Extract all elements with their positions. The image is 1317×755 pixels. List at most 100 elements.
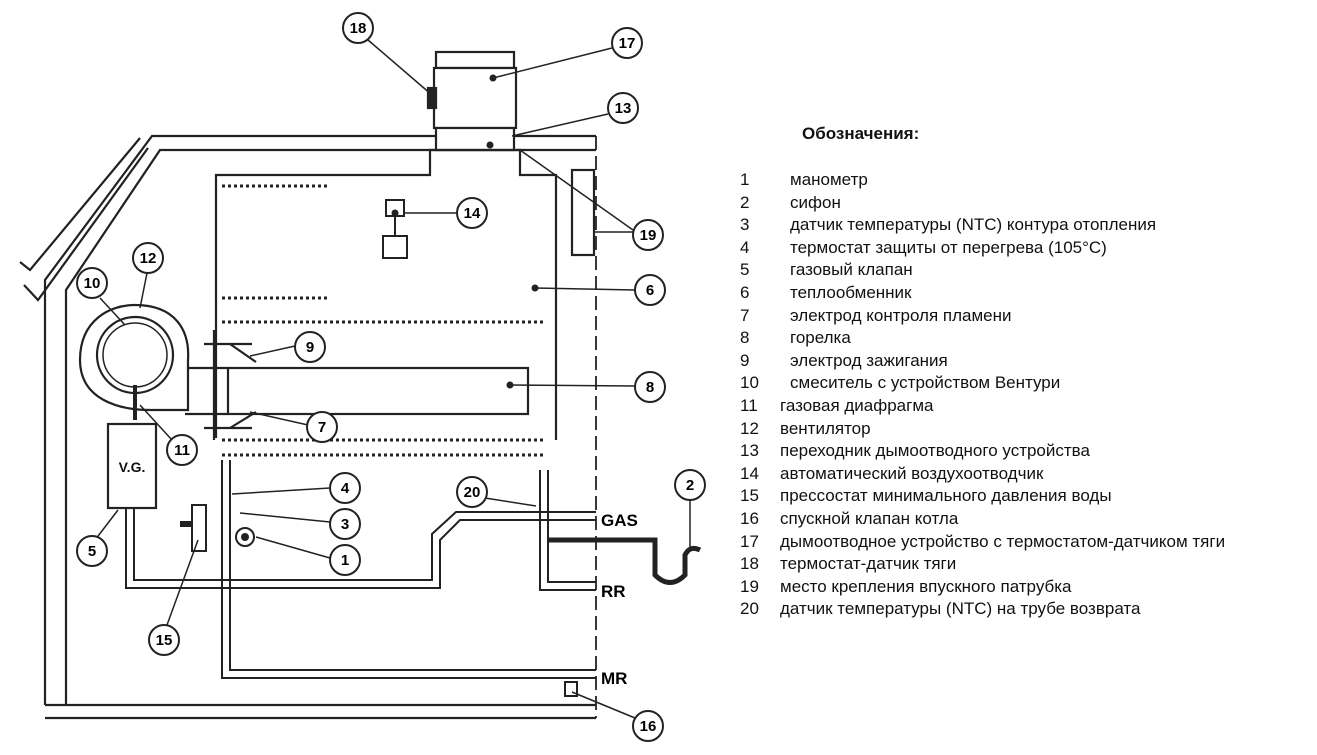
svg-text:6: 6 (646, 282, 654, 299)
callout-9: 9 (294, 331, 326, 363)
legend-item-text: датчик температуры (NTC) контура отоплен… (790, 215, 1157, 235)
legend-item: 20 датчик температуры (NTC) на трубе возв… (740, 599, 1140, 619)
callout-14: 14 (456, 197, 488, 229)
legend-item: 14 автоматический воздухоотводчик (740, 464, 1043, 484)
callout-2: 2 (674, 469, 706, 501)
legend-item-text: место крепления впускного патрубка (780, 576, 1072, 596)
callout-12: 12 (132, 242, 164, 274)
legend-item-text: смеситель с устройством Вентури (790, 373, 1061, 393)
legend-item: 16 спускной клапан котла (740, 509, 958, 529)
svg-text:15: 15 (156, 632, 173, 649)
burner (185, 366, 530, 416)
callout-20: 20 (456, 476, 488, 508)
legend-item-text: газовый клапан (790, 260, 913, 280)
callout-4: 4 (329, 472, 361, 504)
legend-item-number: 16 (740, 509, 759, 528)
svg-text:9: 9 (306, 339, 314, 356)
legend-item-text: сифон (790, 192, 841, 212)
legend-item-text: вентилятор (780, 418, 871, 438)
svg-text:17: 17 (619, 35, 636, 52)
legend-item-number: 9 (740, 350, 750, 370)
legend-item: 13 переходник дымоотводного устройства (740, 441, 1090, 461)
fan (78, 303, 190, 420)
callout-19: 19 (632, 219, 664, 251)
callout-18: 18 (342, 12, 374, 44)
legend-item-number: 11 (740, 396, 758, 415)
gas-valve: V.G. (106, 422, 158, 510)
legend-item-number: 4 (740, 237, 750, 257)
legend-item: 12 вентилятор (740, 419, 871, 439)
callout-11: 11 (166, 434, 198, 466)
legend-item-number: 3 (740, 215, 750, 235)
port-rr: RR (601, 582, 626, 601)
legend-item-number: 15 (740, 486, 759, 506)
callout-15: 15 (148, 624, 180, 656)
legend-item: 11 газовая диафрагма (740, 396, 933, 416)
svg-text:18: 18 (350, 20, 367, 37)
callout-17: 17 (611, 27, 643, 59)
legend-item-text: горелка (790, 328, 851, 348)
legend-item-text: термостат-датчик тяги (780, 554, 957, 574)
legend-item: 18 термостат-датчик тяги (740, 554, 956, 574)
svg-text:1: 1 (341, 552, 349, 569)
legend-item-number: 17 (740, 531, 759, 551)
legend-item-text: дымоотводное устройство с термостатом-да… (780, 531, 1226, 551)
leader-dots (391, 74, 539, 389)
svg-text:14: 14 (464, 205, 481, 222)
boiler-casing (19, 134, 597, 720)
legend-item-text: датчик температуры (NTC) на трубе возвра… (780, 599, 1141, 619)
heat-exchanger (214, 148, 558, 457)
callout-16: 16 (632, 710, 664, 742)
callout-7: 7 (306, 411, 338, 443)
svg-text:7: 7 (318, 419, 326, 436)
legend-item: 15 прессостат минимального давления воды (740, 486, 1112, 506)
legend-item-text: термостат защиты от перегрева (105°C) (790, 237, 1107, 257)
legend-item-text: спускной клапан котла (780, 509, 959, 528)
legend-title: Обозначения: (802, 124, 920, 143)
svg-text:20: 20 (464, 484, 481, 501)
callouts: 1 2 3 4 5 6 7 8 9 10 11 12 13 14 15 16 1… (76, 12, 706, 742)
legend-item: 17 дымоотводное устройство с термостатом-… (740, 532, 1225, 552)
legend-item-number: 14 (740, 463, 759, 483)
callout-10: 10 (76, 267, 108, 299)
legend-item-text: электрод зажигания (790, 350, 948, 370)
flue-adapter (426, 50, 518, 152)
legend-item: 2 сифон (740, 193, 841, 213)
legend-item-text: автоматический воздухоотводчик (780, 463, 1044, 483)
legend-item-text: переходник дымоотводного устройства (780, 441, 1090, 461)
legend-item: 9 электрод зажигания (740, 351, 948, 371)
callout-3: 3 (329, 508, 361, 540)
svg-text:11: 11 (174, 442, 190, 459)
callout-6: 6 (634, 274, 666, 306)
legend-item-text: газовая диафрагма (780, 396, 934, 415)
callout-13: 13 (607, 92, 639, 124)
leader-lines (94, 39, 691, 719)
legend-item-text: прессостат минимального давления воды (780, 486, 1112, 506)
legend-item: 4 термостат защиты от перегрева (105°C) (740, 238, 1107, 258)
legend-item-number: 2 (740, 192, 750, 212)
legend-item-number: 7 (740, 305, 750, 325)
legend-item-number: 18 (740, 554, 759, 574)
legend-item-number: 12 (740, 418, 759, 438)
svg-text:13: 13 (615, 100, 632, 117)
legend-item-number: 13 (740, 441, 759, 461)
callout-8: 8 (634, 371, 666, 403)
svg-text:4: 4 (341, 480, 350, 497)
legend-item: 7 электрод контроля пламени (740, 306, 1012, 326)
pipes (125, 199, 702, 697)
fins (222, 184, 545, 457)
legend-item-number: 1 (740, 170, 750, 189)
legend-item-number: 20 (740, 599, 759, 619)
legend-item-text: манометр (790, 170, 868, 189)
svg-text:5: 5 (88, 543, 96, 560)
legend-item-text: электрод контроля пламени (790, 305, 1012, 325)
legend-item-number: 8 (740, 328, 750, 348)
svg-text:12: 12 (140, 250, 157, 267)
legend-item-text: теплообменник (790, 283, 912, 302)
svg-text:8: 8 (646, 379, 654, 396)
boiler-diagram: V.G. GAS RR MR (19, 12, 706, 742)
